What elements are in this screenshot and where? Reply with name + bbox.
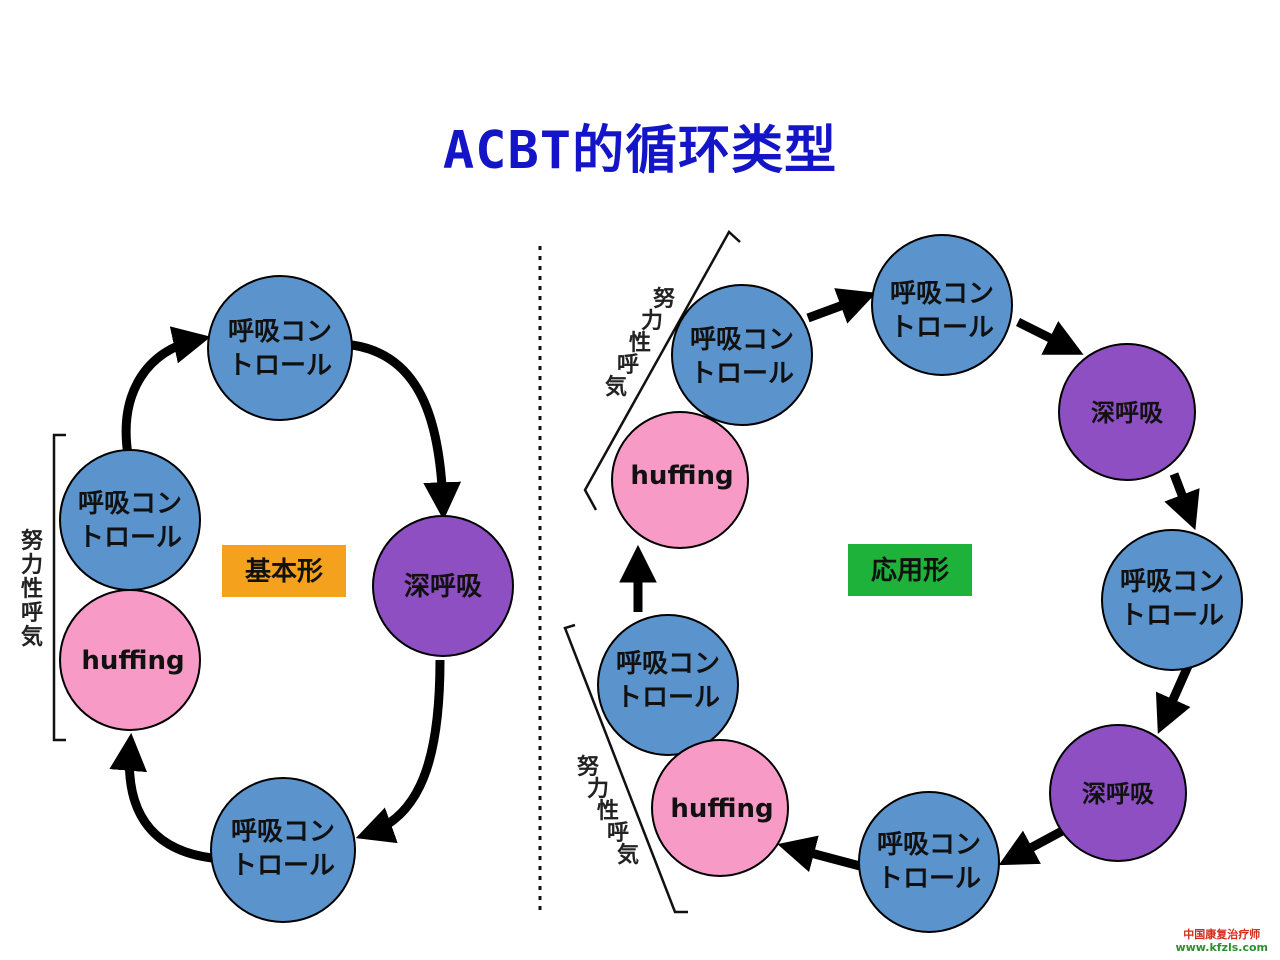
svg-text:呼吸コン: 呼吸コン bbox=[231, 817, 335, 847]
applied-node-deep-2: 深呼吸 bbox=[1049, 724, 1187, 862]
applied-node-control-5: 呼吸コン トロール bbox=[597, 614, 739, 756]
bracket-basic bbox=[52, 433, 66, 742]
svg-text:力: 力 bbox=[641, 309, 663, 334]
svg-text:基本形: 基本形 bbox=[245, 557, 323, 587]
svg-text:トロール: トロール bbox=[690, 359, 794, 389]
svg-text:huffing: huffing bbox=[670, 794, 773, 824]
applied-node-deep-1: 深呼吸 bbox=[1058, 343, 1196, 481]
svg-text:深呼吸: 深呼吸 bbox=[404, 572, 482, 602]
svg-text:呼吸コン: 呼吸コン bbox=[690, 325, 794, 355]
svg-text:トロール: トロール bbox=[890, 313, 994, 343]
svg-text:トロール: トロール bbox=[877, 864, 981, 894]
watermark-line1: 中国康复治疗师 bbox=[1183, 928, 1261, 941]
svg-text:努: 努 bbox=[653, 286, 675, 312]
basic-node-huffing: huffing bbox=[59, 589, 201, 731]
svg-text:深呼吸: 深呼吸 bbox=[1091, 399, 1163, 427]
basic-node-control-bottom: 呼吸コン トロール bbox=[210, 777, 356, 923]
bracket-applied-top bbox=[583, 230, 741, 511]
svg-text:力: 力 bbox=[587, 777, 609, 802]
svg-text:huffing: huffing bbox=[81, 646, 184, 676]
svg-text:呼: 呼 bbox=[617, 353, 639, 378]
watermark: 中国康复治疗师 www.kfzls.com bbox=[1175, 928, 1268, 954]
applied-node-huffing-bottom: huffing bbox=[651, 739, 789, 877]
arrow-basic-1 bbox=[121, 326, 211, 456]
forced-expiration-text-applied-bottom: 努 力 性 呼 気 bbox=[577, 754, 639, 868]
applied-type-tag: 応用形 bbox=[848, 544, 972, 596]
svg-text:気: 気 bbox=[617, 842, 639, 868]
svg-text:気: 気 bbox=[21, 624, 43, 650]
svg-text:呼吸コン: 呼吸コン bbox=[1120, 567, 1224, 597]
applied-cycle: 努 力 性 呼 気 努 力 性 呼 気 呼吸コン トロール 呼吸コン トロール … bbox=[563, 230, 1243, 933]
svg-text:呼吸コン: 呼吸コン bbox=[616, 649, 720, 679]
arrow-applied-3 bbox=[1164, 472, 1200, 531]
arrow-basic-2 bbox=[351, 340, 462, 521]
forced-expiration-label-basic: 努 力 性 呼 気 bbox=[21, 528, 43, 650]
svg-text:huffing: huffing bbox=[630, 461, 733, 491]
arrow-basic-4 bbox=[109, 732, 213, 863]
watermark-line2: www.kfzls.com bbox=[1175, 941, 1268, 954]
svg-text:呼: 呼 bbox=[607, 821, 629, 846]
svg-text:性: 性 bbox=[597, 799, 619, 824]
svg-text:呼吸コン: 呼吸コン bbox=[228, 317, 332, 347]
svg-text:気: 気 bbox=[605, 374, 627, 400]
basic-node-deep-breath: 深呼吸 bbox=[372, 515, 514, 657]
svg-text:応用形: 応用形 bbox=[871, 555, 949, 586]
arrow-applied-6 bbox=[777, 835, 862, 873]
arrow-applied-5 bbox=[998, 826, 1067, 866]
svg-text:努: 努 bbox=[577, 754, 599, 780]
svg-text:トロール: トロール bbox=[616, 683, 720, 713]
svg-text:力: 力 bbox=[21, 553, 43, 578]
svg-text:トロール: トロール bbox=[1120, 601, 1224, 631]
svg-text:呼吸コン: 呼吸コン bbox=[890, 279, 994, 309]
svg-text:トロール: トロール bbox=[231, 851, 335, 881]
basic-type-tag: 基本形 bbox=[222, 545, 346, 597]
bracket-applied-bottom bbox=[563, 623, 688, 914]
applied-node-control-4: 呼吸コン トロール bbox=[858, 791, 1000, 933]
applied-node-control-3: 呼吸コン トロール bbox=[1101, 529, 1243, 671]
svg-text:性: 性 bbox=[629, 331, 651, 356]
applied-node-huffing-top: huffing bbox=[611, 411, 749, 549]
applied-node-control-2: 呼吸コン トロール bbox=[871, 234, 1013, 376]
arrow-applied-1 bbox=[806, 288, 877, 324]
arrow-applied-2 bbox=[1015, 317, 1084, 355]
page-title: ACBT的循环类型 bbox=[442, 121, 838, 181]
svg-text:呼吸コン: 呼吸コン bbox=[78, 489, 182, 519]
arrow-applied-4 bbox=[1155, 664, 1193, 734]
basic-node-control-top: 呼吸コン トロール bbox=[207, 275, 353, 421]
svg-text:呼吸コン: 呼吸コン bbox=[877, 830, 981, 860]
svg-text:トロール: トロール bbox=[78, 523, 182, 553]
svg-text:性: 性 bbox=[21, 577, 43, 602]
applied-node-control-1: 呼吸コン トロール bbox=[671, 284, 813, 426]
arrow-basic-3 bbox=[355, 659, 445, 844]
svg-text:トロール: トロール bbox=[228, 351, 332, 381]
forced-expiration-text-applied-top: 努 力 性 呼 気 bbox=[605, 286, 675, 400]
svg-text:呼: 呼 bbox=[21, 601, 43, 626]
svg-text:努: 努 bbox=[21, 528, 43, 554]
svg-text:深呼吸: 深呼吸 bbox=[1082, 780, 1154, 808]
basic-cycle: 努 力 性 呼 気 呼吸コン トロール 深呼吸 呼吸コン トロール huffin… bbox=[21, 275, 514, 923]
basic-node-control-left: 呼吸コン トロール bbox=[59, 449, 201, 591]
